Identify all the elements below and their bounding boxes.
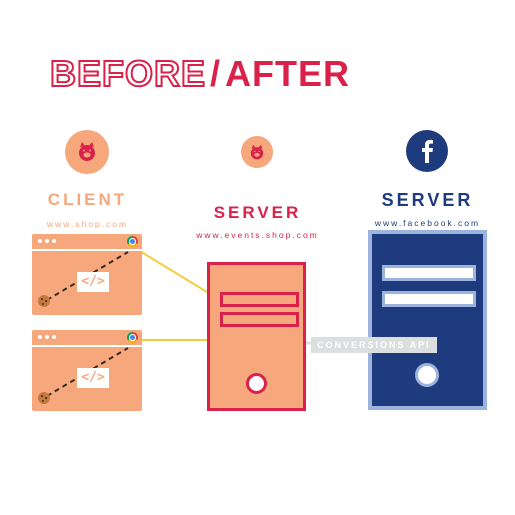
browser-title-bar — [32, 330, 142, 347]
events-server-label: SERVER — [213, 203, 302, 222]
browser-window: </> — [32, 234, 142, 315]
server-drive-bay — [220, 312, 299, 327]
chrome-icon — [127, 236, 138, 247]
client-label: CLIENT — [47, 190, 128, 209]
cookie-icon — [38, 295, 50, 307]
server-drive-bay — [382, 265, 476, 281]
server-power-button — [415, 363, 439, 387]
facebook-icon — [406, 130, 448, 172]
events-server-box — [207, 262, 306, 411]
server-pig-icon — [241, 136, 273, 168]
code-icon: </> — [77, 272, 109, 292]
title-after: AFTER — [225, 53, 351, 94]
client-pig-icon — [65, 130, 109, 174]
title-before: BEFORE — [49, 52, 207, 95]
window-dots — [38, 335, 56, 339]
facebook-server-url: www.facebook.com — [374, 218, 481, 228]
title-slash: / — [210, 53, 222, 94]
server-drive-bay — [220, 292, 299, 307]
cookie-icon — [38, 392, 50, 404]
chrome-icon — [127, 332, 138, 343]
code-icon: </> — [77, 368, 109, 388]
browser-window: </> — [32, 330, 142, 411]
facebook-server-box — [368, 230, 487, 410]
page-title: BEFORE/AFTER — [49, 52, 351, 96]
facebook-server-label: SERVER — [381, 190, 474, 210]
connector-line-top — [137, 249, 208, 293]
conversions-api-label: CONVERSIONS API — [311, 337, 437, 353]
server-power-button — [246, 373, 267, 394]
server-drive-bay — [382, 291, 476, 307]
browser-title-bar — [32, 234, 142, 251]
client-url: www.shop.com — [46, 219, 129, 229]
window-dots — [38, 239, 56, 243]
events-server-url: www.events.shop.com — [196, 230, 319, 240]
